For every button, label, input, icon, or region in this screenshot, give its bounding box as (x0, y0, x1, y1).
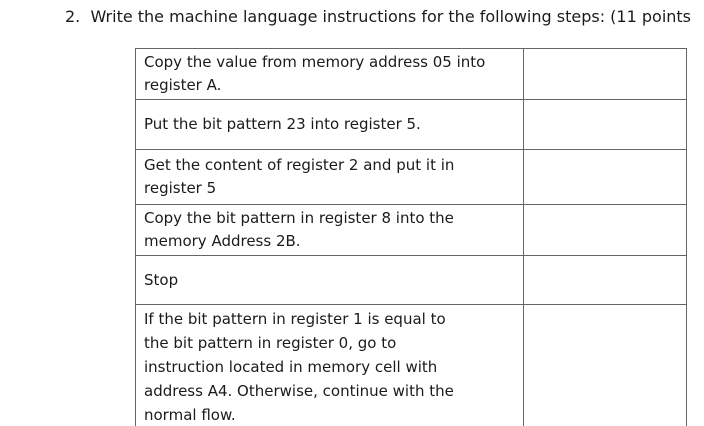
answer-cell (523, 99, 687, 150)
instruction-cell: Copy the bit pattern in register 8 into … (135, 204, 524, 256)
answer-cell (523, 48, 687, 100)
instruction-cell: Stop (135, 255, 524, 305)
table-row: Put the bit pattern 23 into register 5. (135, 99, 687, 150)
answer-cell (523, 204, 687, 256)
instructions-table: Copy the value from memory address 05 in… (135, 48, 687, 426)
table-row: Copy the bit pattern in register 8 into … (135, 204, 687, 256)
instruction-cell: Put the bit pattern 23 into register 5. (135, 99, 524, 150)
table-row: Stop (135, 255, 687, 305)
table-row: If the bit pattern in register 1 is equa… (135, 304, 687, 426)
table-row: Get the content of register 2 and put it… (135, 149, 687, 205)
instruction-cell: Get the content of register 2 and put it… (135, 149, 524, 205)
question-title: 2. Write the machine language instructio… (65, 7, 692, 26)
answer-cell (523, 149, 687, 205)
instruction-cell: Copy the value from memory address 05 in… (135, 48, 524, 100)
instruction-cell: If the bit pattern in register 1 is equa… (135, 304, 524, 426)
table-row: Copy the value from memory address 05 in… (135, 48, 687, 100)
answer-cell (523, 255, 687, 305)
answer-cell (523, 304, 687, 426)
